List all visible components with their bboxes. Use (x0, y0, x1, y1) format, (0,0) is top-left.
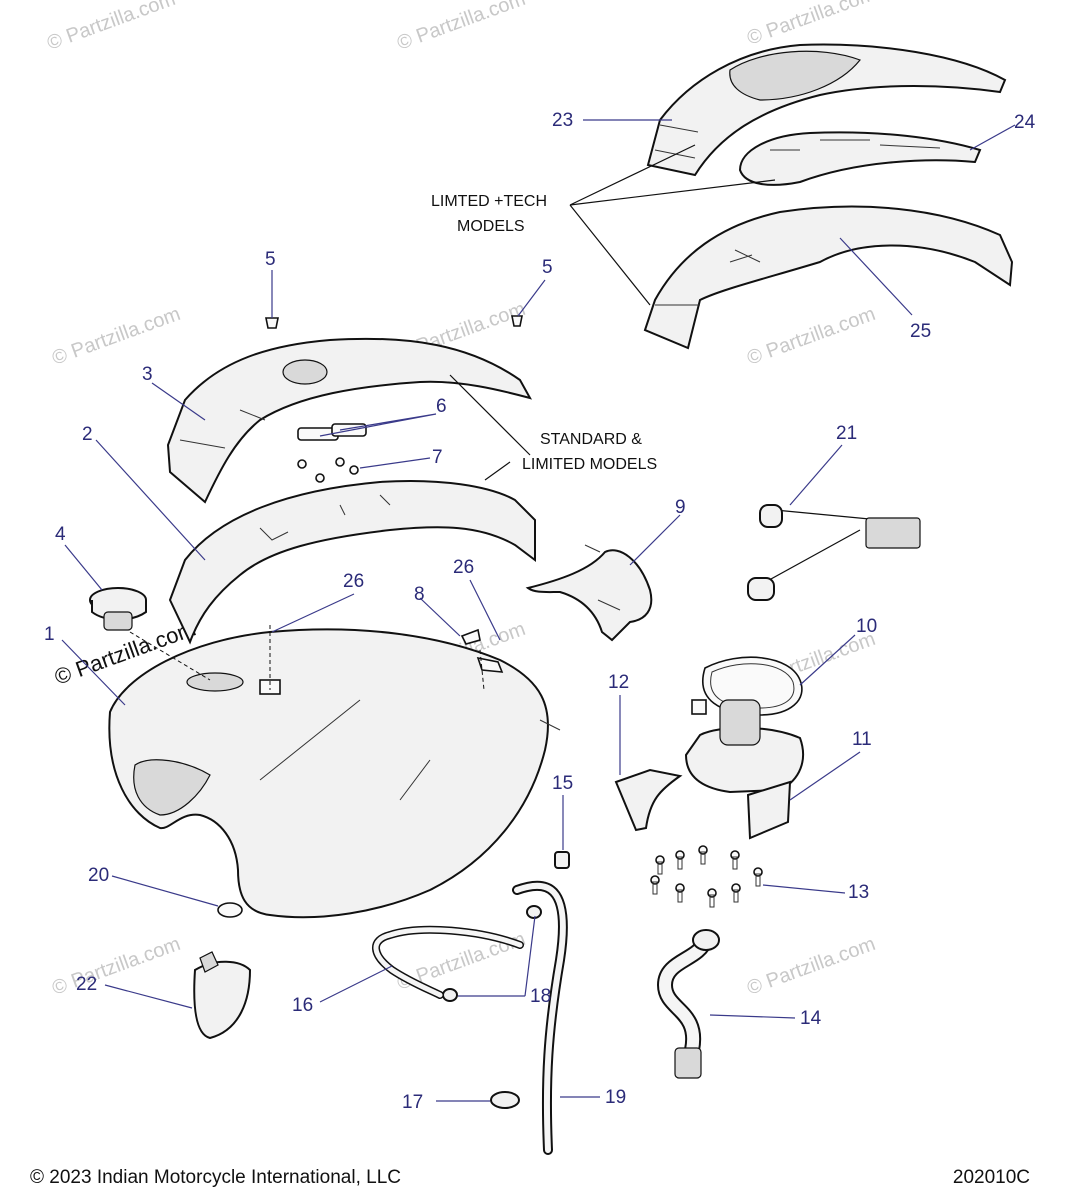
part-22-cover (193, 951, 252, 1040)
leader-lines (61, 119, 1016, 1102)
callout-12: 12 (608, 672, 629, 693)
callout-24: 24 (1014, 112, 1036, 133)
part-25-lower-trim (643, 205, 1014, 350)
part-7-screws (297, 457, 359, 483)
part-20-strap (217, 902, 243, 918)
note-standard-line2: LIMITED MODELS (522, 456, 657, 473)
callout-17: 17 (402, 1092, 423, 1113)
part-2-trim-panel (168, 479, 536, 645)
callout-25: 25 (910, 321, 931, 342)
watermark: © Partzilla.com (44, 0, 178, 55)
callout-20: 20 (88, 865, 109, 886)
watermark: © Partzilla.com (744, 0, 878, 50)
callout-1: 1 (44, 624, 55, 645)
watermark: © Partzilla.com (744, 303, 878, 370)
callout-14: 14 (800, 1008, 822, 1029)
callout-3: 3 (142, 364, 153, 385)
callout-9: 9 (675, 497, 686, 518)
callout-11: 11 (852, 729, 872, 750)
callout-8: 8 (414, 584, 425, 605)
drawing-number: 202010C (952, 1167, 1030, 1188)
callout-23: 23 (552, 110, 573, 131)
callout-15: 15 (552, 773, 573, 794)
part-9-shield (525, 544, 653, 642)
part-11-fuel-pump (684, 699, 805, 840)
model-notes: LIMTED +TECH MODELS STANDARD & LIMITED M… (431, 193, 657, 473)
part-16-hose (372, 925, 524, 999)
part-4-fuel-cap (89, 587, 147, 631)
part-17-clip (490, 1091, 520, 1109)
callout-22: 22 (76, 974, 97, 995)
note-limited-tech-line1: LIMTED +TECH (431, 193, 547, 210)
callout-7: 7 (432, 447, 443, 468)
part-8-bracket (460, 628, 481, 645)
watermark: © Partzilla.com (744, 933, 878, 1000)
copyright-text: © 2023 Indian Motorcycle International, … (30, 1167, 401, 1188)
callout-19: 19 (605, 1087, 626, 1108)
callout-5a: 5 (265, 249, 276, 270)
callout-numbers: 1 2 3 4 5 5 6 7 8 26 26 9 21 10 11 12 13… (44, 110, 1036, 1113)
watermark: © Partzilla.com (394, 0, 528, 55)
callout-26a: 26 (343, 571, 364, 592)
part-21-level-sender (747, 504, 921, 601)
part-6-clips (297, 423, 367, 441)
callout-18: 18 (530, 986, 551, 1007)
watermark: © Partzilla.com (49, 303, 183, 370)
callout-2: 2 (82, 424, 93, 445)
part-14-hose (656, 929, 720, 1079)
callout-5b: 5 (542, 257, 553, 278)
note-standard-line1: STANDARD & (540, 431, 642, 448)
part-24-tech-insert (738, 131, 982, 186)
part-13-screws (650, 845, 763, 908)
callout-10: 10 (856, 616, 877, 637)
callout-6: 6 (436, 396, 447, 417)
part-15-fitting (554, 851, 570, 869)
part-12-bracket (614, 768, 683, 832)
part-1-fuel-tank (108, 628, 561, 919)
part-23-console-cover (646, 43, 1007, 177)
assembly-lines (129, 625, 485, 691)
callout-21: 21 (836, 423, 857, 444)
callout-4: 4 (55, 524, 66, 545)
part-19-vent-hose (512, 880, 568, 1155)
part-18-clamps (442, 905, 542, 1002)
callout-26b: 26 (453, 557, 474, 578)
callout-13: 13 (848, 882, 869, 903)
part-5-fastener (265, 315, 523, 329)
note-limited-tech-line2: MODELS (457, 218, 525, 235)
callout-16: 16 (292, 995, 313, 1016)
watermark: © Partzilla.com (49, 933, 183, 1000)
part-3-console (166, 337, 533, 504)
